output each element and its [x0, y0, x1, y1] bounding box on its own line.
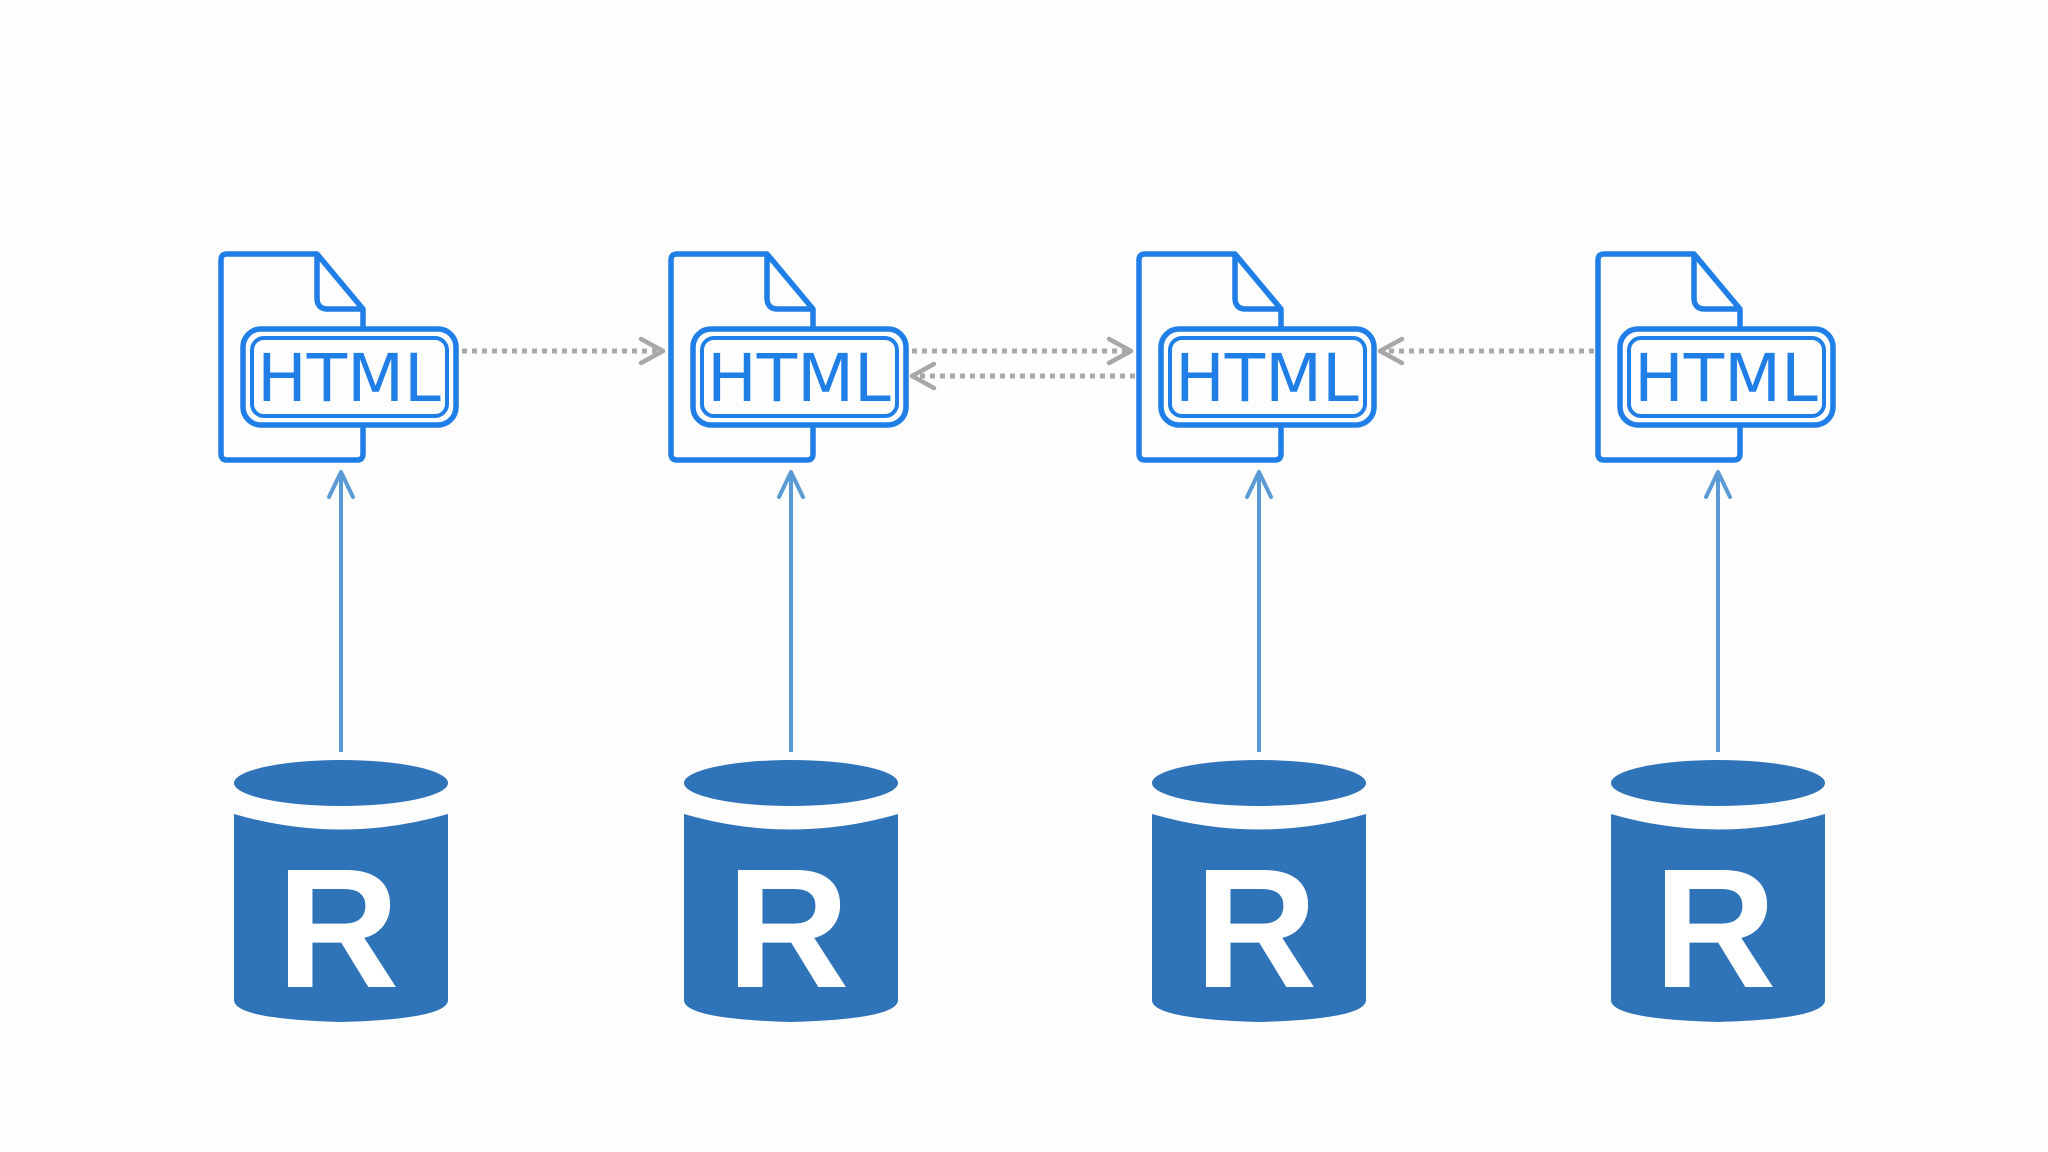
html-file-icon: HTML — [671, 254, 906, 460]
vertical-arrow — [1704, 470, 1732, 752]
r-database-icon: R — [1611, 760, 1825, 1024]
column-3: HTML R — [1139, 254, 1374, 1024]
r-database-icon: R — [1152, 760, 1366, 1024]
html-label: HTML — [707, 340, 891, 417]
column-1: HTML R — [221, 254, 456, 1024]
html-file-icon: HTML — [1139, 254, 1374, 460]
dotted-link-arrow — [1377, 336, 1594, 366]
r-label: R — [1195, 834, 1318, 1024]
html-file-icon: HTML — [1598, 254, 1833, 460]
vertical-arrow — [1245, 470, 1273, 752]
dotted-link-arrow — [462, 336, 666, 366]
column-4: HTML R — [1598, 254, 1833, 1024]
html-label: HTML — [1634, 340, 1818, 417]
columns-layer: HTML R HTML R HTML R HTML R — [221, 254, 1833, 1024]
r-label: R — [727, 834, 850, 1024]
column-2: HTML R — [671, 254, 906, 1024]
vertical-arrow — [777, 470, 805, 752]
r-label: R — [1654, 834, 1777, 1024]
html-label: HTML — [257, 340, 441, 417]
vertical-arrow — [327, 470, 355, 752]
links-layer — [462, 336, 1594, 391]
r-database-icon: R — [234, 760, 448, 1024]
html-label: HTML — [1175, 340, 1359, 417]
r-label: R — [277, 834, 400, 1024]
r-database-icon: R — [684, 760, 898, 1024]
dotted-link-arrow — [912, 336, 1134, 366]
html-file-icon: HTML — [221, 254, 456, 460]
dotted-link-arrow — [909, 361, 1135, 391]
